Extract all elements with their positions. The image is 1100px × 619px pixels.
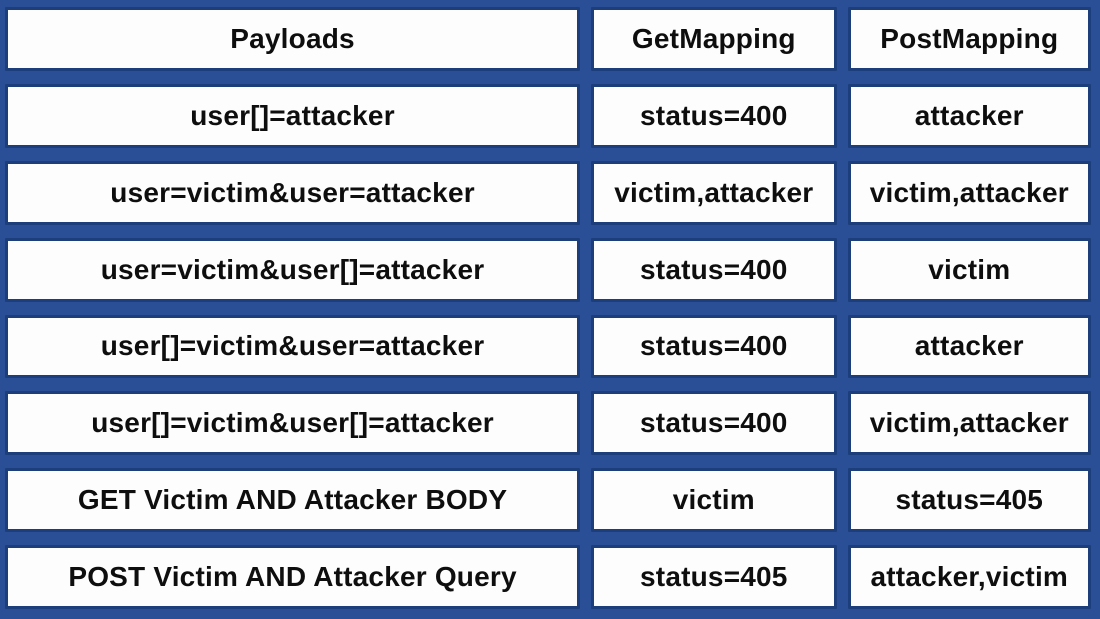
table-cell-r3-c1: status=400: [591, 314, 837, 379]
table-cell-r1-c1: victim,attacker: [591, 160, 837, 225]
table-cell-r6-c1: status=405: [591, 545, 837, 609]
header-cell-2: PostMapping: [847, 7, 1091, 71]
table-cell-r5-c1: victim: [591, 468, 837, 533]
table-cell-r6-c2: attacker,victim: [847, 545, 1091, 609]
table-cell-r5-c0: GET Victim AND Attacker BODY: [5, 468, 581, 533]
header-cell-0: Payloads: [5, 7, 581, 71]
table-cell-r1-c0: user=victim&user=attacker: [5, 160, 581, 225]
table-cell-r0-c0: user[]=attacker: [5, 83, 581, 148]
table-cell-r3-c0: user[]=victim&user=attacker: [5, 314, 581, 379]
table-cell-r0-c1: status=400: [591, 83, 837, 148]
table-cell-r2-c2: victim: [847, 237, 1091, 302]
header-cell-1: GetMapping: [591, 7, 837, 71]
table-cell-r2-c1: status=400: [591, 237, 837, 302]
table-cell-r5-c2: status=405: [847, 468, 1091, 533]
table-cell-r3-c2: attacker: [847, 314, 1091, 379]
table-cell-r4-c0: user[]=victim&user[]=attacker: [5, 391, 581, 456]
table-cell-r4-c1: status=400: [591, 391, 837, 456]
table-cell-r1-c2: victim,attacker: [847, 160, 1091, 225]
table-cell-r4-c2: victim,attacker: [847, 391, 1091, 456]
table-cell-r0-c2: attacker: [847, 83, 1091, 148]
table-cell-r2-c0: user=victim&user[]=attacker: [5, 237, 581, 302]
table-cell-r6-c0: POST Victim AND Attacker Query: [5, 545, 581, 609]
